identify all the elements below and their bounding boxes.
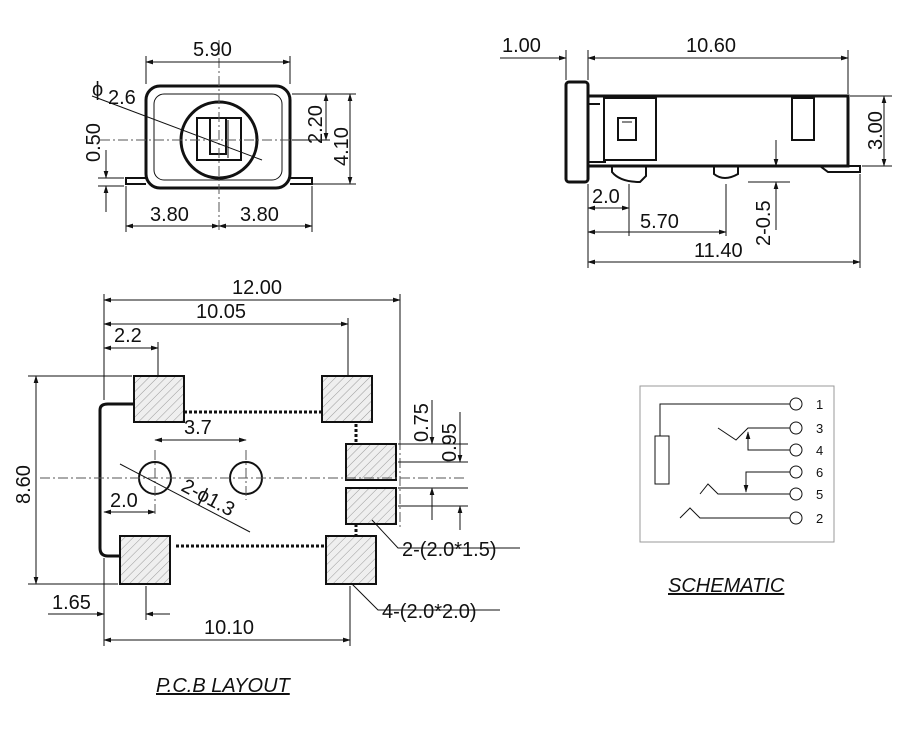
pcb-caption: P.C.B LAYOUT	[156, 675, 292, 697]
side-peg-height-label: 2-0.5	[753, 200, 775, 246]
front-half-left-label: 3.80	[150, 204, 189, 226]
front-view: 5.90 ϕ 2.6 2.20 4.10 0.50 3.80 3.80	[83, 39, 356, 232]
front-height-top-label: 2.20	[305, 105, 327, 144]
pcb-hole-pitch-label: 3.7	[184, 417, 212, 439]
pin-label-5: 5	[816, 487, 823, 502]
side-height-label: 3.00	[865, 111, 887, 150]
pcb-layout: 12.00 10.05 2.2 3.7 2.0 2-ϕ1.3 8.60 0.75…	[13, 277, 520, 697]
pcb-hole-note-label: 2-ϕ1.3	[178, 475, 238, 521]
front-half-right-label: 3.80	[240, 204, 279, 226]
front-diameter-label: 2.6	[108, 87, 136, 109]
side-peg-pitch-label: 5.70	[640, 211, 679, 233]
side-peg-offset-label: 2.0	[592, 186, 620, 208]
pcb-left-offset-label: 2.2	[114, 325, 142, 347]
pad-large-top-left	[133, 375, 185, 423]
pcb-bottom-left-offset-label: 1.65	[52, 592, 91, 614]
pcb-height-label: 8.60	[13, 465, 35, 504]
pin-label-2: 2	[816, 511, 823, 526]
side-body-length-label: 10.60	[686, 35, 736, 57]
pcb-pad-span-bottom-label: 10.10	[204, 617, 254, 639]
front-width-label: 5.90	[193, 39, 232, 61]
pad-large-bottom-right	[325, 535, 377, 585]
front-height-bottom-label: 0.50	[83, 123, 105, 162]
side-total-length-label: 11.40	[694, 240, 743, 262]
pad-small-upper	[345, 443, 397, 481]
pin-label-6: 6	[816, 465, 823, 480]
pcb-small-gap-b-label: 0.95	[439, 423, 461, 462]
pad-small-lower	[345, 487, 397, 525]
side-view: 1.00 10.60 3.00 2.0 5.70 11.40 2-0.5	[500, 35, 892, 268]
pcb-small-pad-note: 2-(2.0*1.5)	[402, 539, 497, 561]
pcb-overall-width-label: 12.00	[232, 277, 282, 299]
pcb-hole-offset-label: 2.0	[110, 490, 138, 512]
schematic-caption: SCHEMATIC	[668, 575, 785, 597]
pcb-pad-span-top-label: 10.05	[196, 301, 246, 323]
pad-large-bottom-left	[119, 535, 171, 585]
pad-large-top-right	[321, 375, 373, 423]
pin-label-3: 3	[816, 421, 823, 436]
pcb-large-pad-note: 4-(2.0*2.0)	[382, 601, 477, 623]
front-height-total-label: 4.10	[331, 127, 353, 166]
side-flange-label: 1.00	[502, 35, 541, 57]
schematic: 1 3 4 6 5 2 SCHEMATIC	[639, 385, 835, 597]
pin-label-1: 1	[816, 397, 823, 412]
front-diameter-symbol: ϕ	[92, 79, 103, 101]
pcb-small-gap-a-label: 0.75	[411, 403, 433, 442]
pin-label-4: 4	[816, 443, 823, 458]
